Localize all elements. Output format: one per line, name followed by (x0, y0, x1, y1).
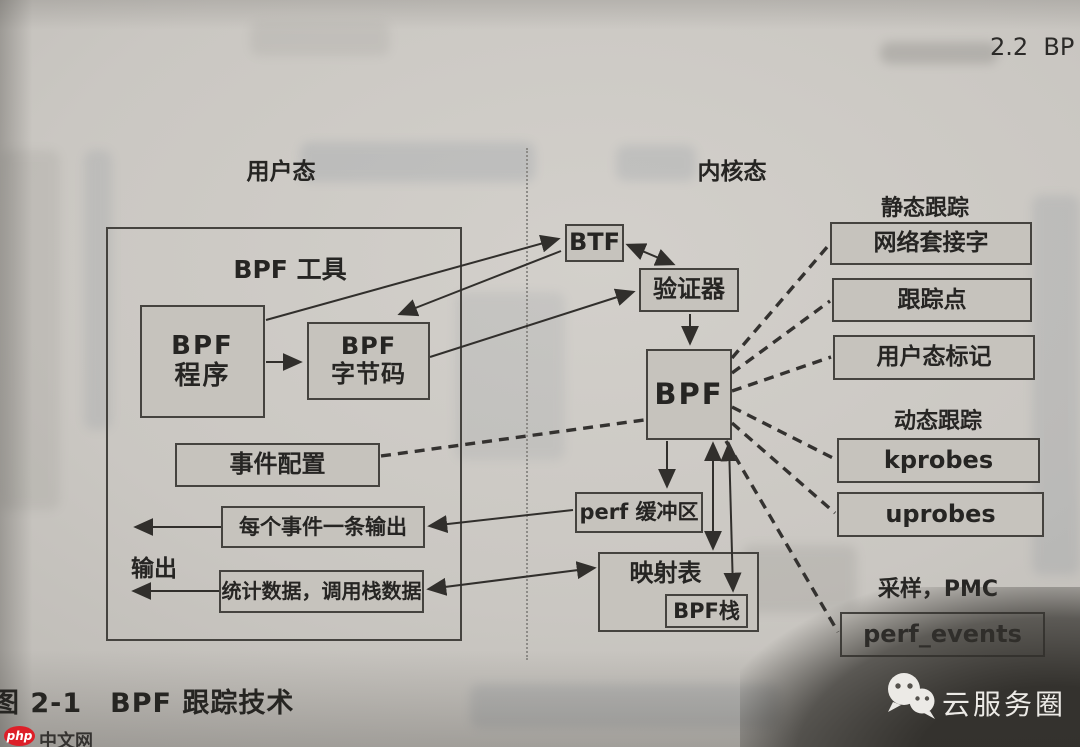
tracepoints-box: 跟踪点 (832, 278, 1032, 322)
sockets-box: 网络套接字 (830, 222, 1032, 265)
user-kernel-divider (526, 148, 528, 660)
sampling-pmc-label: 采样，PMC (877, 577, 999, 602)
maps-label: 映射表 (629, 559, 702, 587)
section-heading: 2.2 BP (990, 33, 1075, 61)
event-config-box: 事件配置 (175, 443, 380, 487)
bpf-stack-box: BPF栈 (665, 594, 748, 628)
uprobes-box: uprobes (837, 492, 1044, 537)
perf-events-box: perf_events (840, 612, 1045, 657)
bpf-box: BPF (646, 349, 732, 440)
bpf-bytecode-line2: 字节码 (331, 360, 406, 388)
bpf-program-line1: BPF (171, 330, 234, 361)
figure-caption: 图 2-1 BPF 跟踪技术 (0, 688, 295, 719)
bpf-program-box: BPF 程序 (140, 305, 265, 418)
kernel-mode-label: 内核态 (697, 159, 767, 185)
perf-buffer-box: perf 缓冲区 (575, 492, 703, 533)
user-mode-label: 用户态 (246, 159, 316, 185)
verifier-box: 验证器 (639, 268, 739, 312)
bpf-tool-title: BPF 工具 (233, 255, 347, 284)
static-tracing-label: 静态跟踪 (880, 196, 969, 221)
bpf-program-line2: 程序 (174, 360, 231, 391)
kprobes-box: kprobes (837, 438, 1040, 483)
per-event-output-box: 每个事件一条输出 (221, 506, 425, 548)
output-label: 输出 (131, 556, 177, 582)
bpf-bytecode-line1: BPF (340, 332, 397, 361)
usdt-box: 用户态标记 (833, 335, 1035, 380)
stats-stacks-box: 统计数据，调用栈数据 (219, 570, 424, 613)
dynamic-tracing-label: 动态跟踪 (893, 409, 982, 434)
bpf-bytecode-box: BPF 字节码 (307, 322, 430, 400)
btf-box: BTF (565, 224, 624, 262)
